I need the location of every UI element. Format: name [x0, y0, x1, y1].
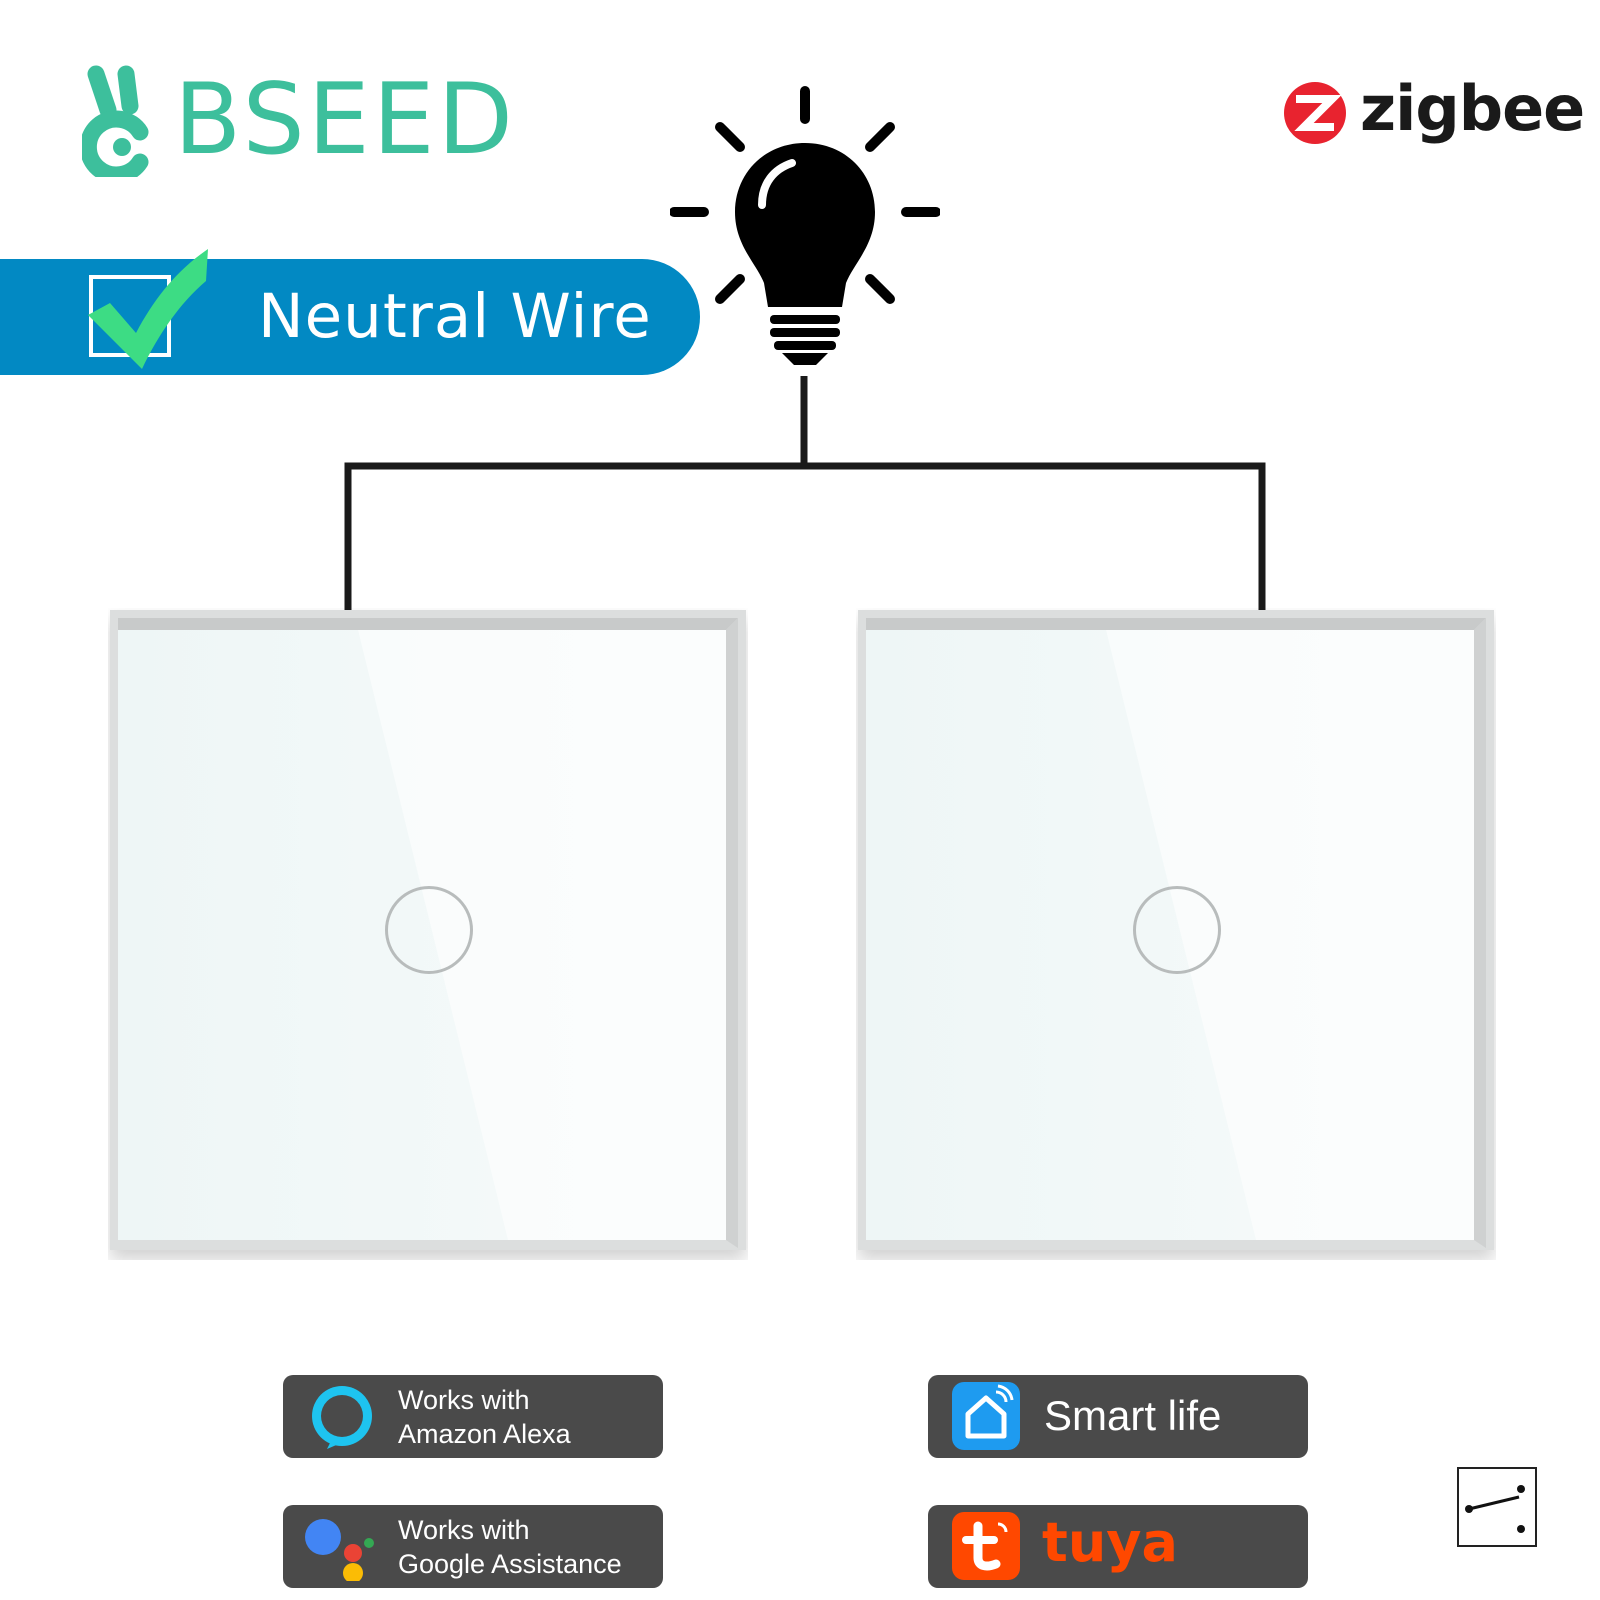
brand-name: BSEED [174, 63, 517, 177]
google-assistant-icon [305, 1519, 374, 1581]
two-way-switch-symbol [1457, 1467, 1537, 1547]
alexa-line-1: Works with [398, 1385, 530, 1415]
alexa-line-2: Amazon Alexa [398, 1419, 571, 1449]
google-line-2: Google Assistance [398, 1549, 622, 1579]
two-way-switch-icon [1465, 1485, 1525, 1533]
tuya-icon [952, 1512, 1020, 1580]
google-assistant-badge: Works with Google Assistance [283, 1505, 663, 1588]
alexa-badge: Works with Amazon Alexa [283, 1375, 663, 1458]
check-mark-icon [88, 249, 208, 369]
tuya-label: tuya [1042, 1511, 1178, 1574]
brand-logo: BSEED [82, 62, 513, 177]
tuya-badge: tuya [928, 1505, 1308, 1588]
neutral-wire-banner: Neutral Wire [0, 249, 700, 375]
zigbee-wordmark: zigbee [1360, 72, 1585, 145]
zigbee-logo: zigbee [1282, 74, 1585, 148]
smart-life-label: Smart life [1044, 1392, 1222, 1439]
wiring-lines [344, 376, 1266, 610]
zigbee-icon [1284, 82, 1346, 144]
alexa-icon [312, 1386, 372, 1449]
left-switch-panel [108, 608, 748, 1260]
lightbulb-icon [670, 86, 940, 365]
banner-label: Neutral Wire [258, 281, 652, 352]
touch-button[interactable] [385, 886, 473, 974]
right-switch-panel [856, 608, 1496, 1260]
smart-life-badge: Smart life [928, 1375, 1308, 1458]
google-line-1: Works with [398, 1515, 530, 1545]
touch-button[interactable] [1133, 886, 1221, 974]
smart-life-house-icon [952, 1382, 1020, 1450]
bseed-leaf-icon [82, 65, 149, 177]
